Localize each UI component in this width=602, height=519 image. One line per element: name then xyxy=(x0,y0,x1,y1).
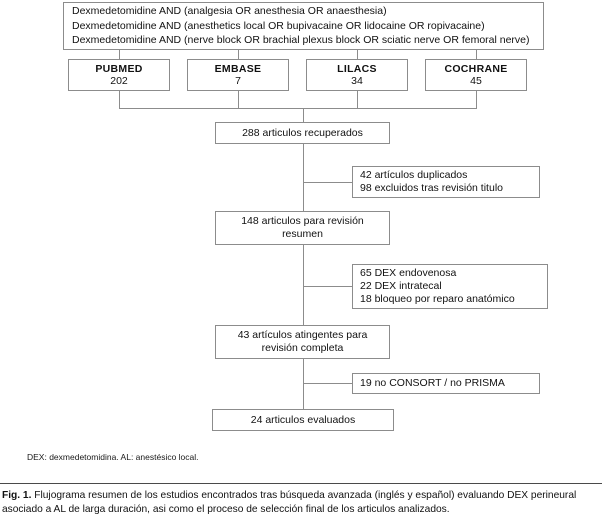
exclusion-box-reporting-standards: 19 no CONSORT / no PRISMA xyxy=(352,373,540,394)
connector-cochrane-drop xyxy=(476,91,477,108)
stage-fulltext-line-1: 43 artículos atingentes para xyxy=(237,329,368,341)
connector-query-to-pubmed xyxy=(119,50,120,59)
stage-box-retrieved: 288 articulos recuperados xyxy=(215,122,390,144)
exclusion-route-line-2: 22 DEX intratecal xyxy=(360,280,442,292)
stage-box-fulltext-review: 43 artículos atingentes para revisión co… xyxy=(215,325,390,359)
figure-caption-text: Flujograma resumen de los estudios encon… xyxy=(2,490,577,515)
connector-query-to-lilacs xyxy=(357,50,358,59)
connector-branch-route xyxy=(303,286,352,287)
stage-retrieved-label: 288 articulos recuperados xyxy=(242,126,363,139)
database-name-cochrane: COCHRANE xyxy=(444,62,508,75)
exclusion-duplicates-line-2: 98 excluidos tras revisión titulo xyxy=(360,182,503,194)
abbreviations-note: DEX: dexmedetomidina. AL: anestésico loc… xyxy=(27,452,199,462)
exclusion-duplicates-line-1: 42 artículos duplicados xyxy=(360,169,468,181)
database-box-embase: EMBASE 7 xyxy=(187,59,289,91)
database-box-lilacs: LILACS 34 xyxy=(306,59,408,91)
database-box-cochrane: COCHRANE 45 xyxy=(425,59,527,91)
connector-abstract-to-fulltext xyxy=(303,245,304,325)
query-line-1: Dexmedetomidine AND (analgesia OR anesth… xyxy=(72,5,387,18)
stage-evaluated-label: 24 articulos evaluados xyxy=(250,413,356,426)
stage-abstract-line-2: resumen xyxy=(282,228,323,240)
database-name-pubmed: PUBMED xyxy=(95,62,143,75)
database-count-embase: 7 xyxy=(235,75,241,87)
stage-fulltext-line-2: revisión completa xyxy=(261,342,344,354)
query-line-2: Dexmedetomidine AND (anesthetics local O… xyxy=(72,19,485,32)
connector-lilacs-drop xyxy=(357,91,358,108)
database-name-lilacs: LILACS xyxy=(337,62,377,75)
exclusion-reporting-line-1: 19 no CONSORT / no PRISMA xyxy=(360,377,505,389)
search-query-box: Dexmedetomidine AND (analgesia OR anesth… xyxy=(63,2,544,50)
connector-pubmed-drop xyxy=(119,91,120,108)
exclusion-route-line-3: 18 bloqueo por reparo anatómico xyxy=(360,293,515,305)
figure-caption: Fig. 1. Flujograma resumen de los estudi… xyxy=(2,489,600,516)
database-count-cochrane: 45 xyxy=(470,75,482,87)
exclusion-box-duplicates: 42 artículos duplicados 98 excluidos tra… xyxy=(352,166,540,198)
query-line-3: Dexmedetomidine AND (nerve block OR brac… xyxy=(72,34,530,47)
connector-retrieved-to-abstract xyxy=(303,144,304,211)
exclusion-route-line-1: 65 DEX endovenosa xyxy=(360,267,457,279)
exclusion-box-route: 65 DEX endovenosa 22 DEX intratecal 18 b… xyxy=(352,264,548,309)
connector-merge-to-retrieved xyxy=(303,108,304,122)
figure-caption-label: Fig. 1. xyxy=(2,490,32,501)
connector-fulltext-to-evaluated xyxy=(303,359,304,409)
database-name-embase: EMBASE xyxy=(214,62,262,75)
connector-query-to-embase xyxy=(238,50,239,59)
connector-merge-bar xyxy=(119,108,477,109)
database-count-lilacs: 34 xyxy=(351,75,363,87)
database-box-pubmed: PUBMED 202 xyxy=(68,59,170,91)
caption-divider xyxy=(0,483,602,484)
stage-abstract-line-1: 148 articulos para revisión xyxy=(241,215,364,227)
connector-branch-duplicates xyxy=(303,182,352,183)
connector-query-to-cochrane xyxy=(476,50,477,59)
connector-embase-drop xyxy=(238,91,239,108)
stage-box-abstract-review: 148 articulos para revisión resumen xyxy=(215,211,390,245)
connector-branch-reporting xyxy=(303,383,352,384)
stage-box-evaluated: 24 articulos evaluados xyxy=(212,409,394,431)
database-count-pubmed: 202 xyxy=(110,75,128,87)
